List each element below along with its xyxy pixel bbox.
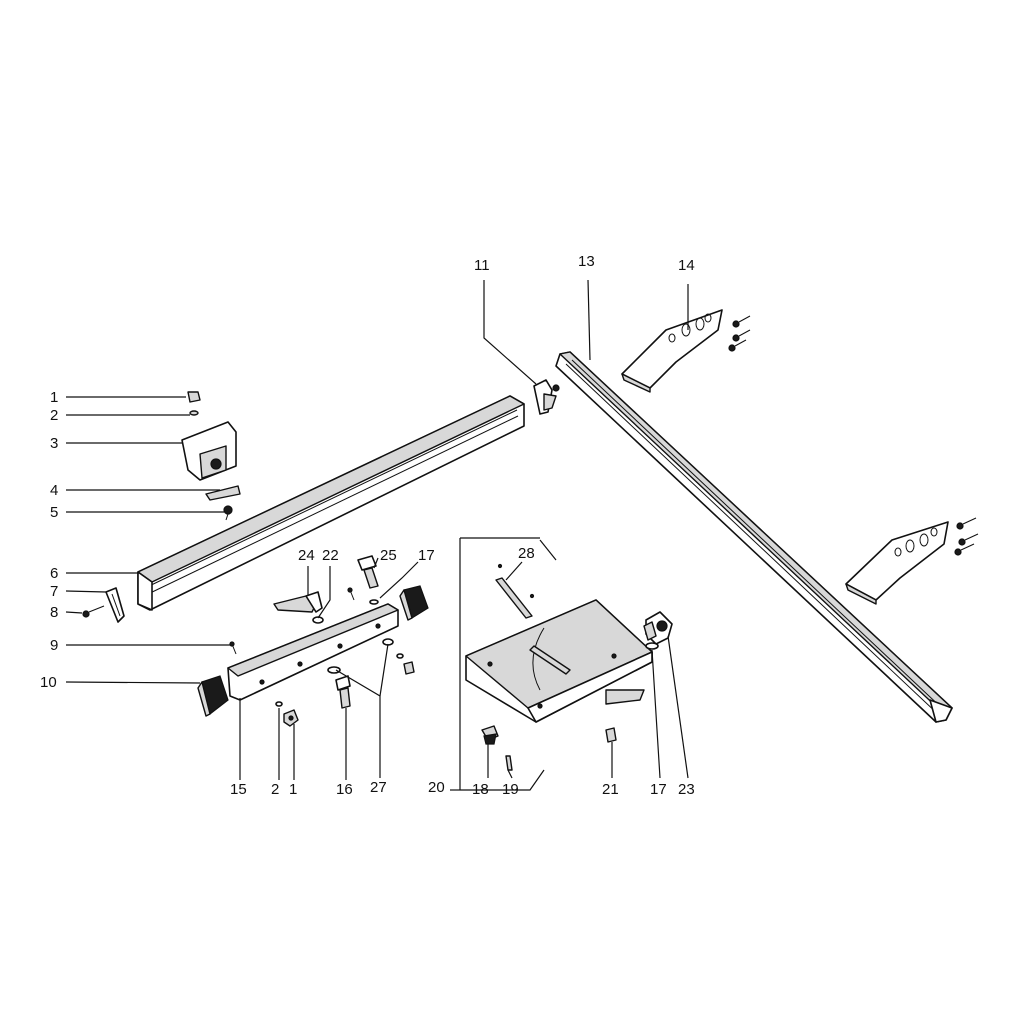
callout-17-bottom: 17 (650, 781, 667, 798)
upper-mounting-bracket (621, 309, 723, 393)
callout-10: 10 (40, 674, 57, 691)
rail-clamp (643, 611, 673, 645)
cap-nut (187, 391, 201, 403)
callout-22: 22 (322, 547, 339, 564)
left-fence-rail (137, 395, 525, 611)
callout-20: 20 (428, 779, 445, 796)
small-spring-pin (505, 755, 513, 771)
end-plate-screw (82, 605, 105, 618)
callout-5: 5 (50, 504, 58, 521)
cross-bar-end-cap-right (399, 585, 429, 621)
callout-28: 28 (518, 545, 535, 562)
callout-11: 11 (474, 257, 490, 274)
carriage-bolt (357, 555, 379, 589)
table-plate (465, 599, 653, 723)
cross-bar-end-cap-left (197, 675, 229, 717)
end-cap (181, 421, 237, 481)
callout-7: 7 (50, 583, 58, 600)
group-bracket (450, 537, 557, 791)
clamp-washer (645, 642, 659, 650)
callout-25: 25 (380, 547, 397, 564)
callout-17-top: 17 (418, 547, 435, 564)
callout-1-bottom: 1 (289, 781, 297, 798)
knob (481, 725, 499, 745)
leader-lines (65, 279, 689, 780)
callout-23: 23 (678, 781, 695, 798)
rail-clip (533, 379, 560, 415)
callout-14: 14 (678, 257, 695, 274)
pin-screw (229, 641, 237, 655)
cap-screw (223, 505, 233, 521)
bottom-washer (275, 701, 283, 707)
end-plate (105, 587, 125, 623)
callout-4: 4 (50, 482, 58, 499)
callout-27: 27 (370, 779, 387, 796)
lower-bracket-screws (954, 517, 979, 556)
callout-21: 21 (602, 781, 619, 798)
callout-18: 18 (472, 781, 489, 798)
callout-labels: 1 2 3 4 5 6 7 8 9 10 11 13 14 15 2 1 16 … (40, 253, 695, 798)
upper-bracket-screws (728, 315, 751, 352)
bar-washer (369, 599, 379, 605)
callout-16: 16 (336, 781, 353, 798)
callout-3: 3 (50, 435, 58, 452)
callout-1-top: 1 (50, 389, 58, 406)
guide-strip (495, 563, 535, 619)
callout-24: 24 (298, 547, 315, 564)
callout-6: 6 (50, 565, 58, 582)
clamp-lever (273, 591, 323, 613)
t-nut (605, 727, 617, 743)
callout-15: 15 (230, 781, 247, 798)
callout-13: 13 (578, 253, 595, 270)
cross-bar (227, 603, 399, 701)
slot-washers (327, 638, 415, 675)
right-guide-rail (555, 351, 953, 723)
callout-19: 19 (502, 781, 519, 798)
small-screw-a (347, 587, 355, 601)
cap-washer (189, 410, 199, 416)
lower-mounting-bracket (845, 521, 949, 605)
callout-2-top: 2 (50, 407, 58, 424)
bottom-nut (283, 709, 299, 727)
callout-9: 9 (50, 637, 58, 654)
callout-2-bottom: 2 (271, 781, 279, 798)
callout-8: 8 (50, 604, 58, 621)
hex-bolt (335, 675, 351, 709)
slide-plate (205, 485, 241, 501)
